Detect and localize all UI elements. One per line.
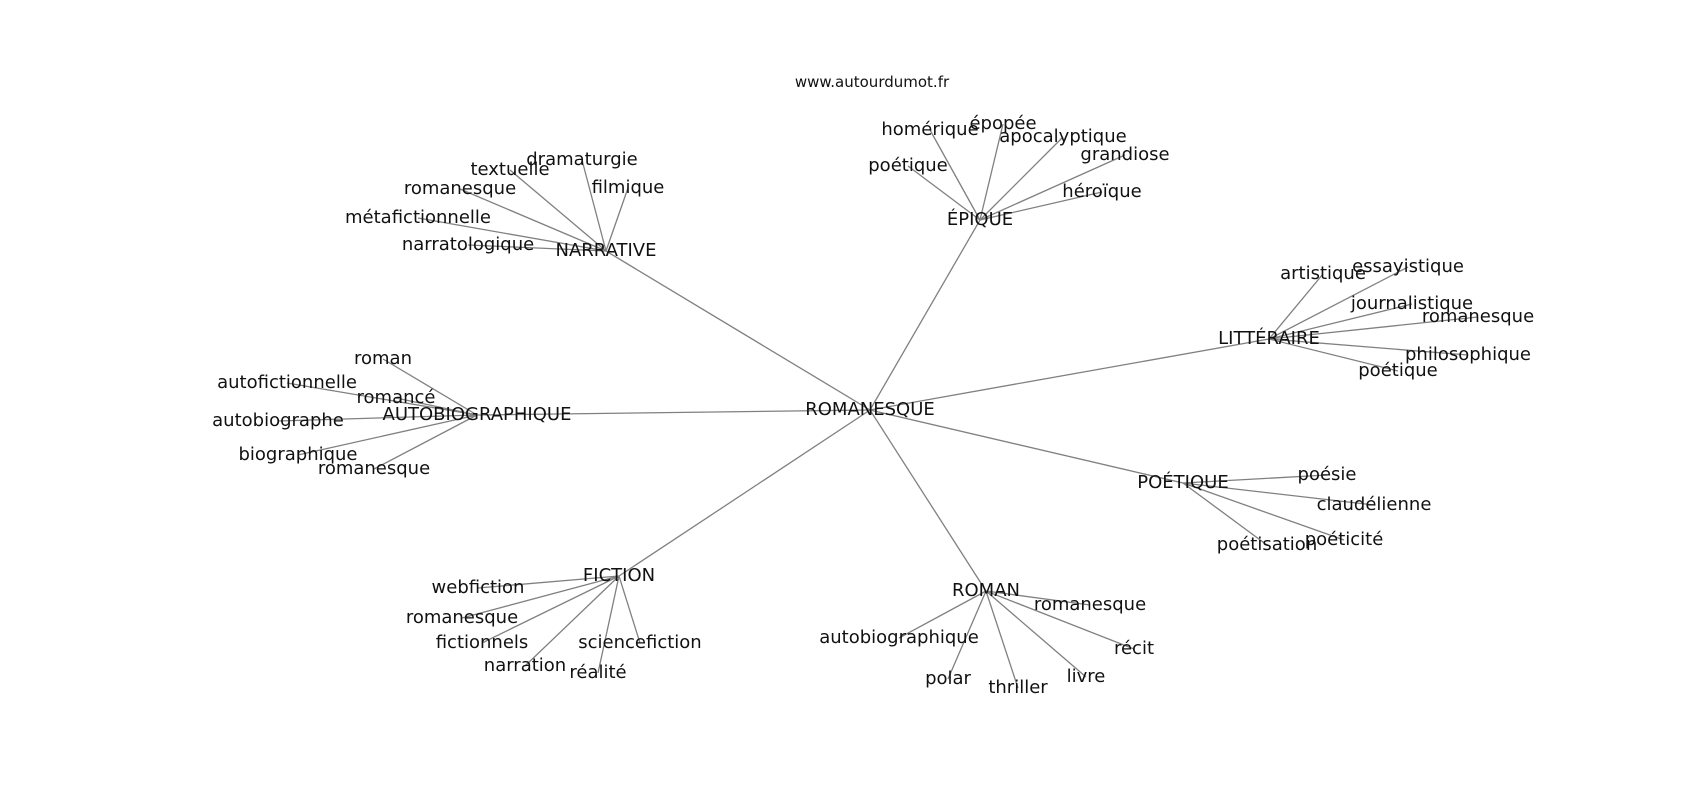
cluster-node: ÉPIQUE [947,208,1013,230]
graph-edge [869,338,1270,411]
leaf-node: romanesque [318,458,430,479]
leaf-node: sciencefiction [578,632,701,653]
leaf-node: textuelle [470,159,549,180]
graph-edge [1268,338,1469,356]
graph-edge [297,414,478,456]
graph-edge [459,188,607,252]
leaf-node: livre [1067,666,1106,687]
graph-edge [467,244,607,252]
leaf-node: homérique [881,119,978,140]
graph-edge [605,187,629,252]
graph-edge [382,358,478,416]
leaf-node: narratologique [402,234,534,255]
cluster-node: NARRATIVE [556,240,657,261]
graph-edge [1268,303,1413,340]
graph-edge [979,154,1126,221]
cluster-node: LITTÉRAIRE [1218,327,1320,349]
graph-edge [869,409,1184,484]
graph-edge [1182,482,1375,506]
graph-edge [985,590,1135,650]
graph-edge [947,590,987,680]
graph-edge [985,590,1087,678]
graph-edge [869,409,987,592]
graph-edge [1268,273,1324,340]
leaf-node: poétisation [1217,534,1317,555]
graph-edge [509,169,607,252]
leaf-node: webfiction [432,577,525,598]
leaf-node: romanesque [1422,306,1534,327]
graph-edge [481,575,620,644]
leaf-node: romancé [357,387,436,408]
leaf-node: poéticité [1305,529,1384,550]
graph-edge [417,217,607,252]
leaf-node: filmique [592,177,665,198]
leaf-node: épopée [969,113,1036,134]
leaf-node: journalistique [1350,293,1473,314]
leaf-node: autobiographe [212,410,344,431]
leaf-node: récit [1114,638,1154,659]
graph-edge [461,575,620,619]
graph-edge [985,590,1019,689]
graph-edge [1182,474,1328,484]
cluster-node: FICTION [583,565,655,586]
graph-edge [1182,482,1268,546]
leaf-node: héroïque [1062,181,1141,202]
center-node: ROMANESQUE [805,399,935,420]
graph-edge [898,590,987,639]
graph-edge [373,414,478,470]
graph-edge [286,382,478,416]
graph-edge [524,575,620,667]
graph-edge [605,250,871,411]
leaf-node: poétique [1358,360,1437,381]
leaf-node: autofictionnelle [217,372,357,393]
watermark: www.autourdumot.fr [795,73,950,91]
graph-edge [869,219,981,411]
graph-edge [979,123,1004,221]
leaf-node: réalité [569,662,626,683]
leaf-node: grandiose [1080,144,1169,165]
cluster-node: ROMAN [952,580,1020,601]
cluster-node: POÉTIQUE [1137,471,1228,493]
graph-edge [979,136,1064,221]
graph-edge [277,414,478,422]
leaf-node: narration [484,655,566,676]
graph-edge [1268,316,1479,340]
graph-edge [477,575,620,589]
leaf-node: romanesque [406,607,518,628]
graph-edge [597,575,620,674]
leaf-node: claudélienne [1317,494,1432,515]
leaf-node: roman [354,348,412,369]
graph-edge [476,409,871,416]
leaf-node: fictionnels [436,632,529,653]
leaf-node: dramaturgie [526,149,637,170]
leaf-node: romanesque [404,178,516,199]
graph-edge [618,409,871,577]
leaf-node: essayistique [1352,256,1464,277]
graph-edge [1268,266,1409,340]
graph-edge [979,191,1103,221]
leaf-node: poétique [868,155,947,176]
edges [277,123,1479,689]
leaf-node: philosophique [1405,344,1531,365]
leaf-node: autobiographique [819,627,979,648]
leaf-node: romanesque [1034,594,1146,615]
graph-edge [929,129,981,221]
leaf-node: biographique [238,444,357,465]
graph-edge [395,397,478,416]
graph-edge [1182,482,1345,541]
graph-edge [581,159,607,252]
graph-edge [618,575,641,644]
leaf-node: apocalyptique [999,126,1126,147]
graph-edge [985,590,1091,606]
leaf-node: thriller [988,677,1048,698]
leaf-node: métafictionnelle [345,207,491,228]
leaf-node: artistique [1280,263,1366,284]
cluster-node: AUTOBIOGRAPHIQUE [383,404,572,425]
graph-edge [1268,338,1399,372]
leaf-node: poésie [1298,464,1357,485]
leaf-node: polar [925,668,971,689]
graph-edge [907,165,981,221]
